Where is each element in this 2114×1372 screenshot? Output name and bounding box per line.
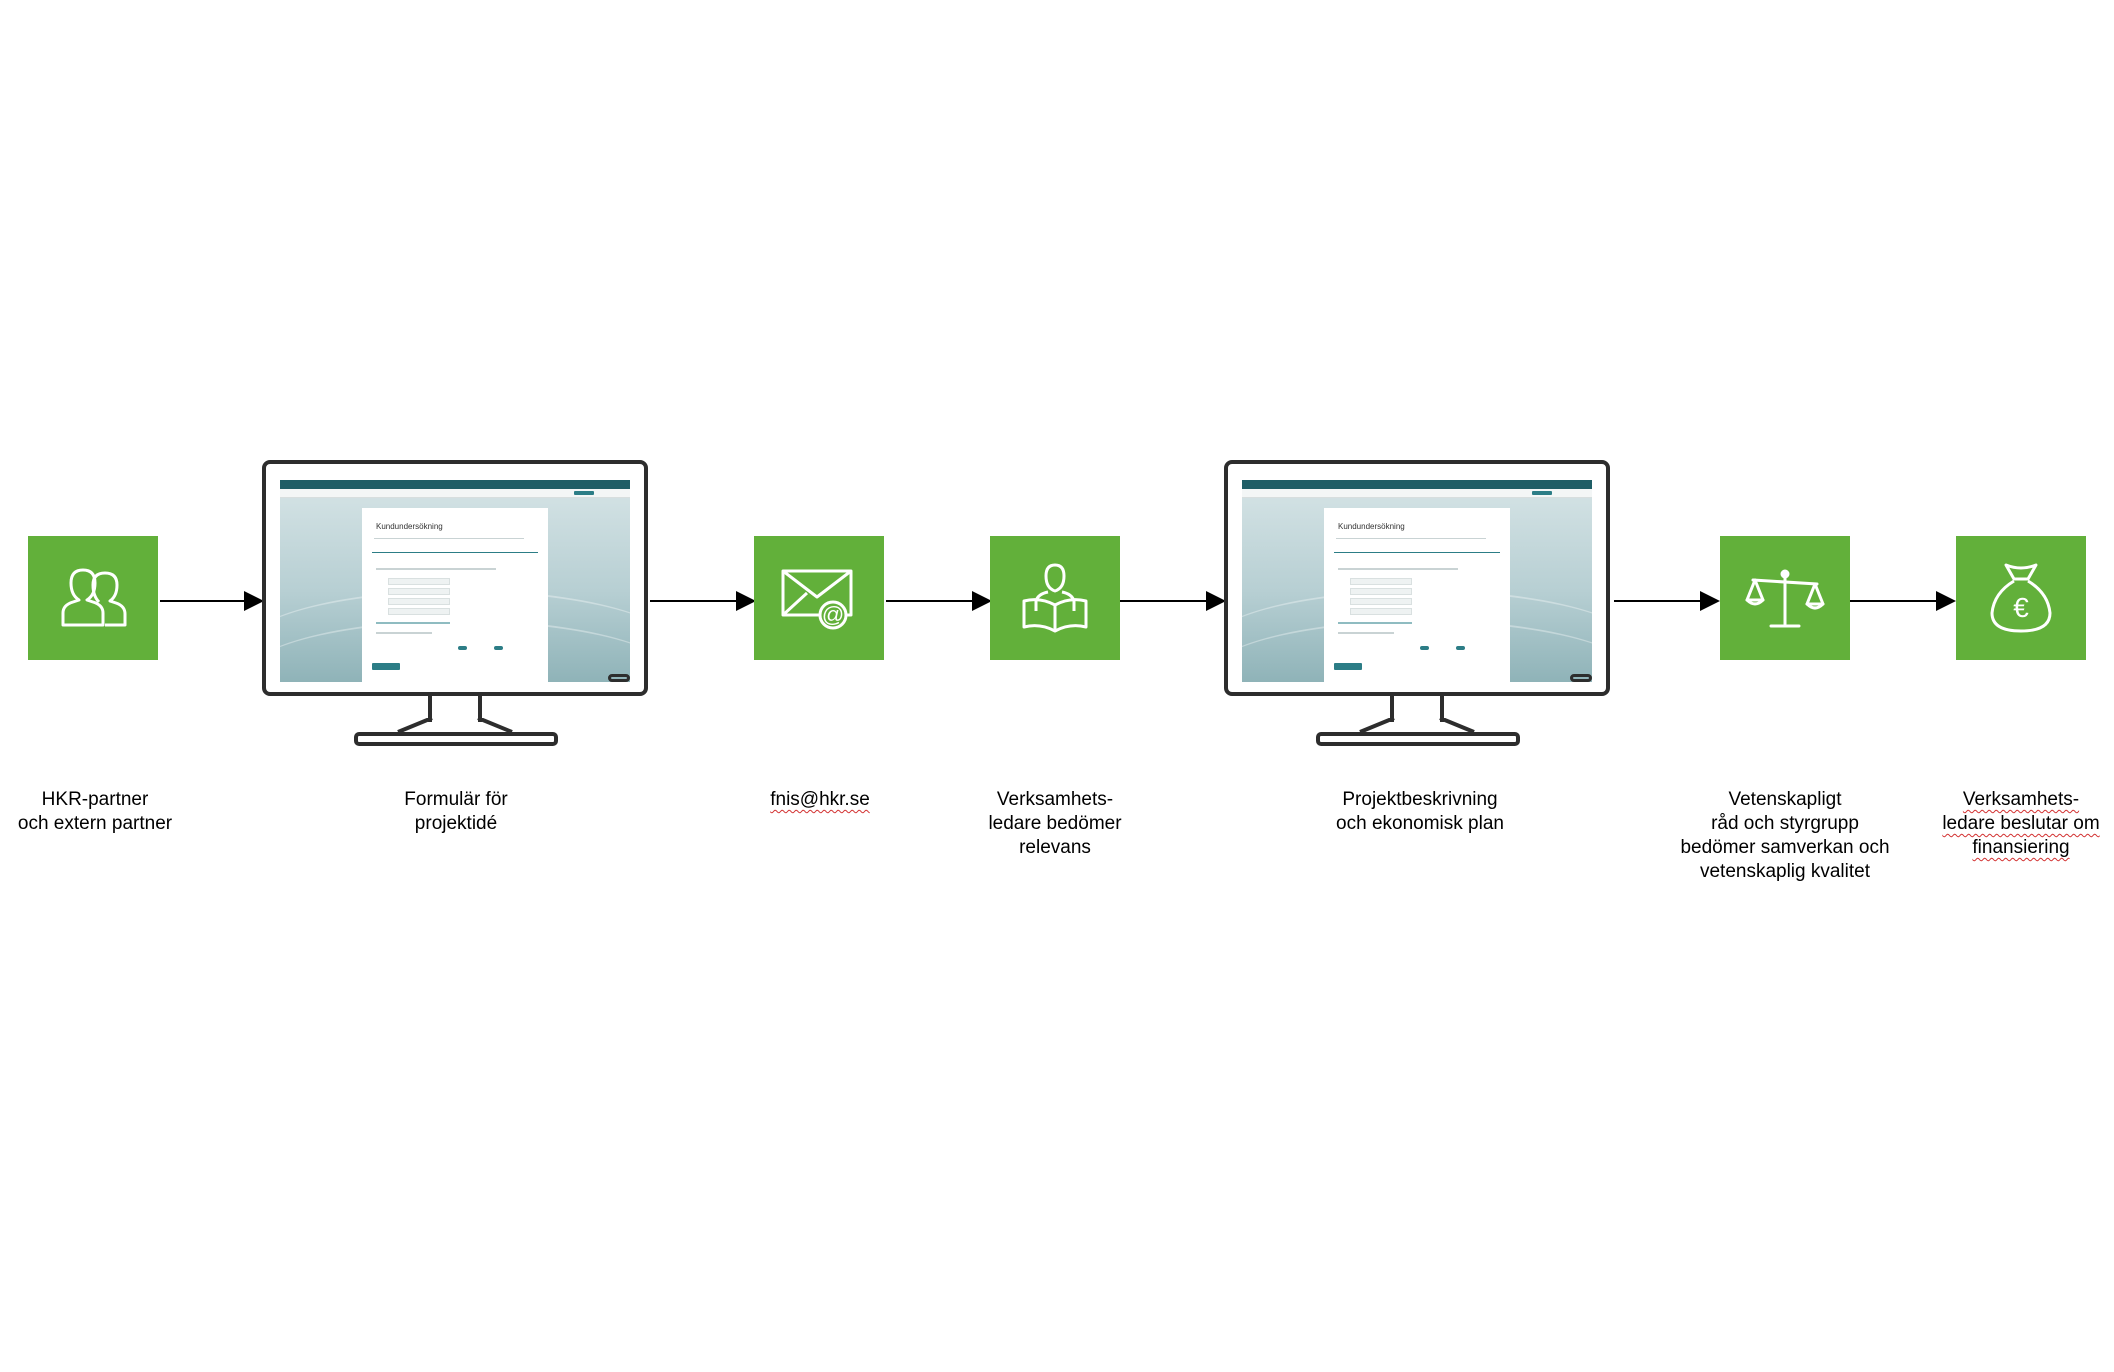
screen-toolbar bbox=[280, 489, 630, 498]
screen-share-button bbox=[1532, 491, 1552, 495]
question-divider bbox=[1334, 552, 1500, 553]
screen-top-bar bbox=[1242, 480, 1592, 489]
reader-box bbox=[990, 536, 1120, 660]
scales-box bbox=[1720, 536, 1850, 660]
form-description bbox=[1336, 538, 1486, 539]
form-card: Kundundersökning bbox=[1324, 508, 1510, 682]
toggle-required bbox=[494, 646, 503, 650]
monitor-neck bbox=[1390, 692, 1444, 722]
form-title: Kundundersökning bbox=[1338, 522, 1405, 531]
screen-share-button bbox=[574, 491, 594, 495]
question-text bbox=[1338, 568, 1458, 570]
add-option-link bbox=[1338, 622, 1412, 624]
node-label-financing-text: Verksamhets- ledare beslutar om finansie… bbox=[1942, 789, 2100, 858]
svg-text:€: € bbox=[2013, 592, 2029, 623]
reader-icon bbox=[1022, 563, 1088, 633]
toggle-multiple bbox=[458, 646, 467, 650]
email-box: @ bbox=[754, 536, 884, 660]
form-card: Kundundersökning bbox=[362, 508, 548, 682]
arrow-1 bbox=[160, 591, 264, 611]
toggle-multiple bbox=[1420, 646, 1429, 650]
monitor-stand bbox=[397, 718, 513, 734]
money-bag-box: € bbox=[1956, 536, 2086, 660]
toggle-required bbox=[1456, 646, 1465, 650]
arrow-6 bbox=[1850, 591, 1956, 611]
svg-text:@: @ bbox=[822, 602, 844, 627]
question-divider bbox=[372, 552, 538, 553]
question-text bbox=[376, 568, 496, 570]
node-label-scientific-review: Vetenskapligt råd och styrgrupp bedömer … bbox=[1680, 789, 1890, 882]
monitor-bezel: Kundundersökning bbox=[262, 460, 648, 696]
form-screen: Kundundersökning bbox=[280, 480, 630, 682]
arrow-5 bbox=[1614, 591, 1720, 611]
add-option-link bbox=[376, 622, 450, 624]
money-bag-euro-icon: € bbox=[1990, 563, 2052, 633]
monitor-base bbox=[354, 732, 558, 746]
option-row bbox=[388, 608, 450, 615]
option-row bbox=[1350, 588, 1412, 595]
arrow-4 bbox=[1120, 591, 1226, 611]
form-description bbox=[374, 538, 524, 539]
node-label-idea-form: Formulär för projektidé bbox=[404, 789, 508, 834]
add-new-button bbox=[1334, 663, 1362, 670]
node-label-partners: HKR-partner och extern partner bbox=[17, 789, 173, 834]
arrow-3 bbox=[886, 591, 992, 611]
monitor-stand bbox=[1359, 718, 1475, 734]
scales-icon bbox=[1745, 569, 1825, 628]
option-row bbox=[1350, 598, 1412, 605]
option-row bbox=[388, 598, 450, 605]
node-label-email: fnis@hkr.se bbox=[770, 789, 870, 810]
option-row bbox=[388, 578, 450, 585]
monitor-bezel: Kundundersökning bbox=[1224, 460, 1610, 696]
screen-top-bar bbox=[280, 480, 630, 489]
people-icon bbox=[61, 568, 127, 627]
node-label-project-plan: Projektbeskrivning och ekonomisk plan bbox=[1336, 789, 1504, 834]
form-title: Kundundersökning bbox=[376, 522, 443, 531]
answer-setting bbox=[376, 632, 432, 634]
answer-setting bbox=[1338, 632, 1394, 634]
power-button bbox=[1570, 674, 1592, 682]
monitor-1: Kundundersökning bbox=[262, 460, 650, 760]
option-row bbox=[1350, 578, 1412, 585]
form-screen: Kundundersökning bbox=[1242, 480, 1592, 682]
screen-toolbar bbox=[1242, 489, 1592, 498]
option-row bbox=[388, 588, 450, 595]
mail-at-icon: @ bbox=[781, 569, 853, 630]
arrow-2 bbox=[650, 591, 756, 611]
monitor-neck bbox=[428, 692, 482, 722]
power-button bbox=[608, 674, 630, 682]
monitor-base bbox=[1316, 732, 1520, 746]
node-label-financing: Verksamhets- ledare beslutar om finansie… bbox=[1928, 788, 2114, 860]
people-box bbox=[28, 536, 158, 660]
node-label-relevance: Verksamhets- ledare bedömer relevans bbox=[988, 789, 1122, 858]
option-row bbox=[1350, 608, 1412, 615]
add-new-button bbox=[372, 663, 400, 670]
monitor-2: Kundundersökning bbox=[1224, 460, 1612, 760]
